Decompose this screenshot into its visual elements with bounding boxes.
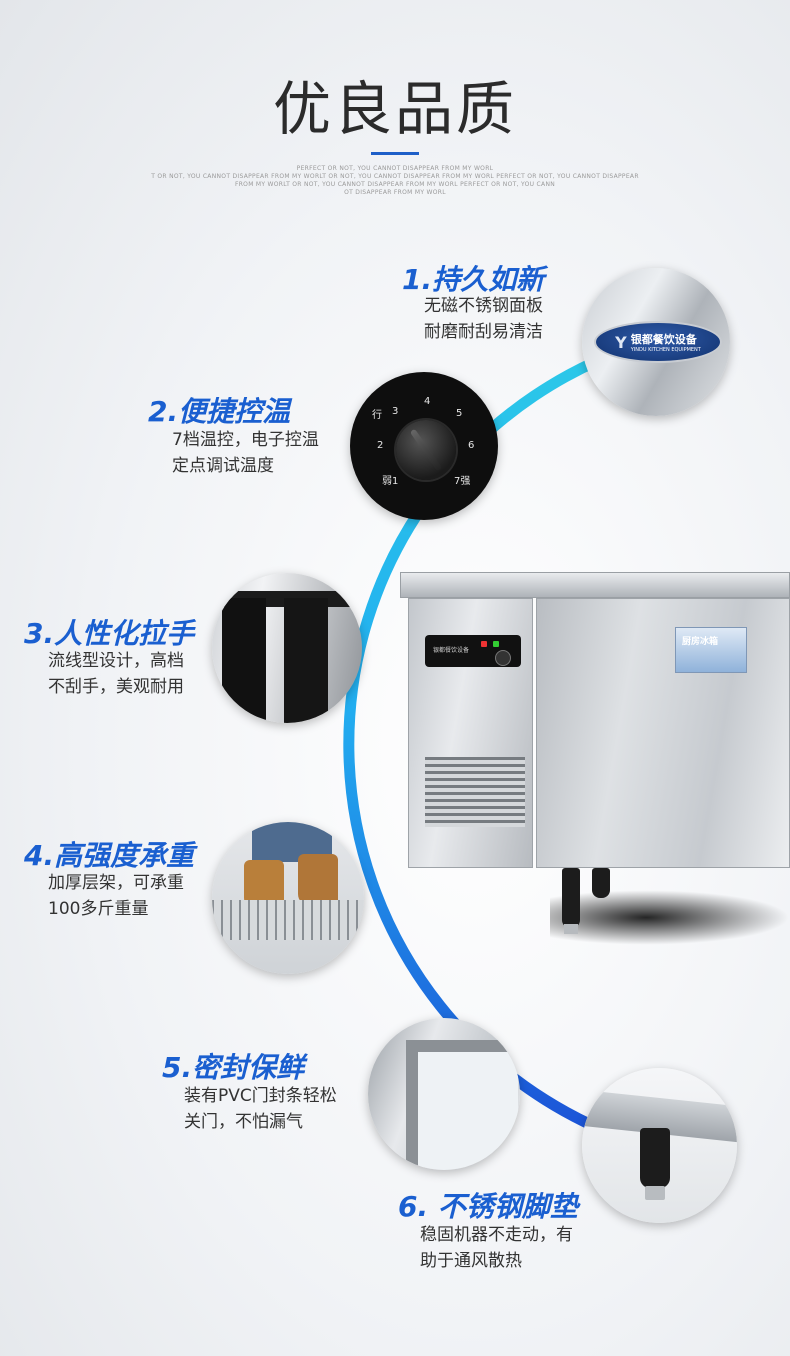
feature-1-desc: 无磁不锈钢面板 耐磨耐刮易清洁 <box>424 296 543 342</box>
handle-bar-right <box>284 598 328 723</box>
feature-6-desc: 稳固机器不走动，有 助于通风散热 <box>420 1225 573 1271</box>
fridge-vent <box>425 757 525 827</box>
fridge-door: 厨房冰箱 <box>536 598 790 868</box>
wire-shelf <box>212 900 364 940</box>
fridge-worktop <box>400 572 790 598</box>
door-seal-frame <box>406 1040 518 1170</box>
fridge-sticker: 厨房冰箱 <box>675 627 747 673</box>
brand-sub: YINDU KITCHEN EQUIPMENT <box>630 347 701 353</box>
feature-3-title: 3.人性化拉手 <box>24 617 195 650</box>
feature-2-title: 2.便捷控温 <box>148 395 291 428</box>
knob-label-7: 7强 <box>454 476 471 487</box>
knob-label-4: 4 <box>424 396 431 407</box>
steel-leg-icon <box>640 1128 670 1188</box>
knob-label-1: 弱1 <box>382 476 399 487</box>
knob-label-5: 5 <box>456 408 463 419</box>
title-underline <box>371 152 419 155</box>
knob-label-3: 3 <box>392 406 399 417</box>
brand-name: 银都餐饮设备 <box>630 333 697 346</box>
feature-4-title: 4.高强度承重 <box>24 839 195 872</box>
feature-5-title: 5.密封保鲜 <box>162 1051 305 1084</box>
feature-3-image-handle <box>212 573 362 723</box>
feature-5-desc: 装有PVC门封条轻松 关门，不怕漏气 <box>184 1086 337 1132</box>
feature-1-title: 1.持久如新 <box>402 263 545 296</box>
feature-3-desc: 流线型设计，高档 不刮手，美观耐用 <box>48 651 184 697</box>
fridge-shadow <box>550 890 790 945</box>
fridge-control-side: 银都餐饮设备 <box>408 598 533 868</box>
knob-label-6: 6 <box>468 440 475 451</box>
knob-label-2: 2 <box>377 440 384 451</box>
feature-2-desc: 7档温控，电子控温 定点调试温度 <box>172 430 319 476</box>
feature-6-image-foot <box>582 1068 737 1223</box>
feature-4-desc: 加厚层架，可承重 100多斤重量 <box>48 873 184 919</box>
feature-5-image-door-seal <box>368 1018 520 1170</box>
control-panel: 银都餐饮设备 <box>425 635 521 667</box>
temperature-knob-icon <box>396 420 456 480</box>
fridge-product-image: 银都餐饮设备 厨房冰箱 <box>400 572 790 934</box>
feature-1-image-logo-panel: Y 银都餐饮设备 YINDU KITCHEN EQUIPMENT <box>582 268 730 416</box>
brand-mark: Y <box>615 332 627 352</box>
fridge-leg-2 <box>592 868 610 898</box>
panel-brand: 银都餐饮设备 <box>433 647 470 654</box>
feature-6-title: 6. 不锈钢脚垫 <box>398 1190 578 1223</box>
handle-bar-left <box>222 598 266 723</box>
page-title: 优良品质 <box>272 75 517 143</box>
fridge-leg-1 <box>562 868 580 928</box>
tagline-text: PERFECT OR NOT, YOU CANNOT DISAPPEAR FRO… <box>151 165 639 196</box>
brand-logo-badge: Y 银都餐饮设备 YINDU KITCHEN EQUIPMENT <box>594 321 722 363</box>
boot-right <box>298 854 338 906</box>
feature-4-image-shelf <box>212 822 364 974</box>
feature-2-image-knob: 行 3 4 5 2 6 弱1 7强 <box>350 372 498 520</box>
knob-side-label: 行 <box>372 410 382 421</box>
